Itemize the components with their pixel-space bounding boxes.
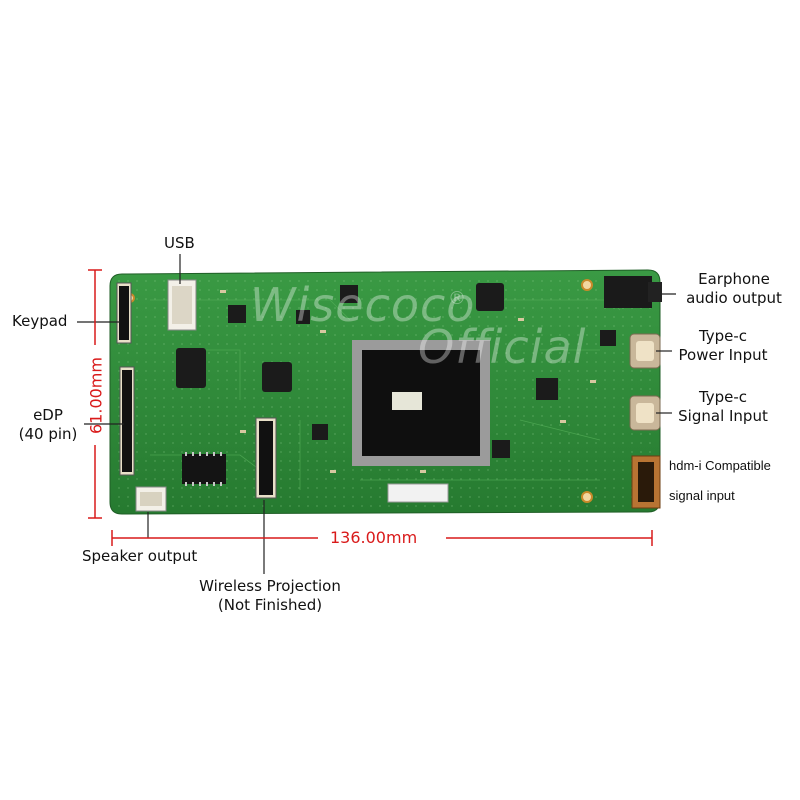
label-wireless-line1: Wireless Projection	[199, 577, 341, 595]
label-hdmi-line2: signal input	[669, 488, 735, 503]
label-keypad: Keypad	[12, 312, 68, 330]
label-typec-signal-line1: Type-c	[698, 388, 748, 406]
label-typec-power-line2: Power Input	[678, 346, 768, 364]
watermark-brand: Wisecoco	[250, 278, 476, 332]
label-hdmi-line1: hdm-i Compatible	[669, 458, 771, 473]
label-wireless-line2: (Not Finished)	[217, 596, 323, 614]
label-edp-line1: eDP	[33, 406, 63, 424]
label-typec-signal-line2: Signal Input	[678, 407, 768, 425]
label-wireless-projection: Wireless Projection (Not Finished)	[180, 577, 360, 615]
label-typec-power-line1: Type-c	[698, 327, 748, 345]
label-edp-line2: (40 pin)	[18, 425, 78, 443]
watermark-registered-mark: ®	[448, 288, 467, 309]
earphone-jack	[604, 276, 652, 308]
label-speaker-output: Speaker output	[82, 547, 198, 565]
dimension-height: 61.00mm	[86, 357, 106, 434]
soic-chip	[182, 454, 226, 484]
dimension-width: 136.00mm	[330, 528, 418, 547]
label-usb: USB	[164, 234, 195, 252]
watermark-official: Official	[418, 320, 587, 374]
label-edp: eDP (40 pin)	[12, 406, 84, 444]
label-earphone-line2: audio output	[686, 289, 782, 307]
label-earphone: Earphone audio output	[676, 270, 792, 308]
label-typec-power: Type-c Power Input	[668, 327, 778, 365]
label-earphone-line1: Earphone	[698, 270, 770, 288]
label-typec-signal: Type-c Signal Input	[668, 388, 778, 426]
